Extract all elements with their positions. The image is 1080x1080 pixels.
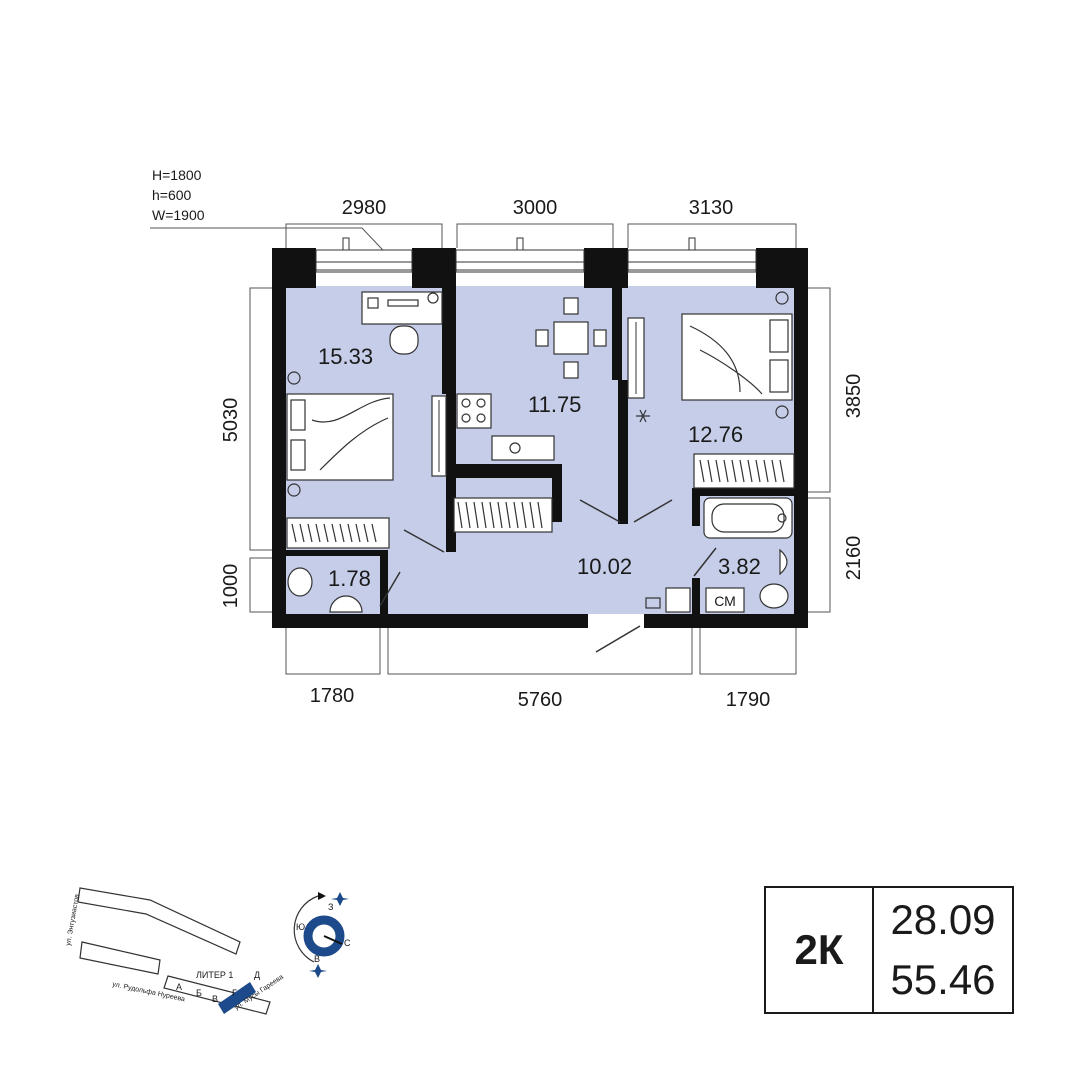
area-bath: 3.82: [718, 554, 761, 579]
dim-bottom-2: 5760: [518, 689, 563, 711]
hall-furniture: [453, 497, 691, 613]
bedroom1-furniture: [286, 291, 447, 549]
area-bedroom2: 12.76: [688, 422, 743, 447]
living-area-value: 28.09: [890, 896, 996, 943]
dim-top-3: 3130: [689, 197, 734, 219]
dim-right-bottom: 2160: [843, 536, 865, 581]
area-wc: 1.78: [328, 566, 371, 591]
window-sill-spec: h=600: [152, 187, 192, 203]
dim-left-bottom: 1000: [220, 564, 242, 609]
compass-label-south: В: [314, 954, 320, 964]
dim-right-top: 3850: [843, 374, 865, 419]
key-plan-section-g: Г: [232, 988, 237, 998]
apartment-areas: 28.09 55.46: [874, 888, 1012, 1012]
compass-label-east: С: [344, 938, 351, 948]
windows: [315, 237, 757, 273]
right-dimension-lines: [808, 287, 831, 613]
key-plan-liter: ЛИТЕР 1: [196, 970, 233, 980]
doors: [379, 499, 717, 653]
dim-top-1: 2980: [342, 197, 387, 219]
top-dimension-lines: [285, 223, 797, 248]
area-bedroom1: 15.33: [318, 344, 373, 369]
bath-furniture: СМ: [703, 497, 793, 613]
walls: [272, 248, 808, 628]
kitchen-furniture: [456, 297, 607, 461]
wc-furniture: [287, 567, 363, 613]
total-area-value: 55.46: [890, 956, 996, 1003]
key-plan-section-v: В: [212, 994, 218, 1004]
key-plan-section-a: А: [176, 982, 182, 992]
dim-bottom-1: 1780: [310, 685, 355, 707]
key-plan-section-d: Д: [254, 970, 260, 980]
key-plan-section-b: Б: [196, 988, 202, 998]
dim-top-2: 3000: [513, 197, 558, 219]
compass-label-west: Ю: [296, 922, 305, 932]
window-height-spec: H=1800: [152, 167, 202, 183]
key-plan-street-1: ул. Энтузиастов: [65, 893, 81, 946]
area-kitchen: 11.75: [528, 392, 581, 417]
key-plan: ул. Энтузиастов ул. Рудольфа Нуреева ул.…: [65, 887, 285, 1015]
bedroom2-furniture: [627, 291, 795, 489]
compass-icon: [293, 892, 349, 978]
dim-left-top: 5030: [220, 398, 242, 443]
washer-label: СМ: [714, 593, 736, 609]
apartment-type: 2К: [766, 888, 874, 1012]
key-plan-street-2: ул. Рудольфа Нуреева: [112, 981, 186, 1003]
dim-bottom-3: 1790: [726, 689, 771, 711]
apartment-summary-box: 2К 28.09 55.46: [764, 886, 1014, 1014]
window-width-spec: W=1900: [152, 207, 205, 223]
left-dimension-lines: [249, 287, 272, 613]
area-hall: 10.02: [577, 554, 632, 579]
bottom-dimension-lines: [285, 628, 797, 675]
compass-label-north: З: [328, 902, 333, 912]
